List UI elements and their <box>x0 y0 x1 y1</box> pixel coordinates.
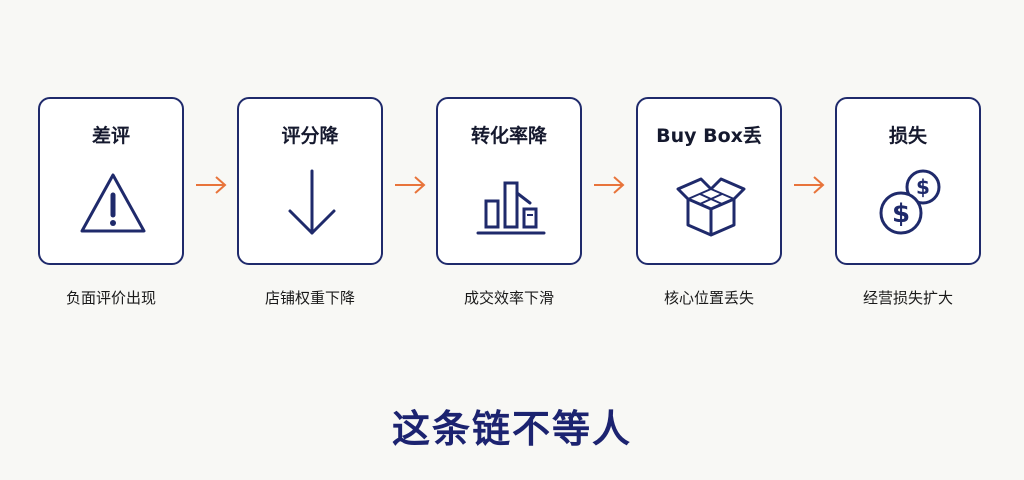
step-card-rating-drop: 评分降 <box>237 97 383 265</box>
svg-text:$: $ <box>892 199 910 229</box>
arrow-down-icon <box>288 169 336 235</box>
arrow-right-icon <box>794 176 825 194</box>
bar-chart-decline-icon <box>476 181 546 235</box>
open-box-icon <box>676 177 746 237</box>
step-title: Buy Box丢 <box>656 125 762 147</box>
step-caption: 店铺权重下降 <box>264 289 355 307</box>
warning-icon <box>80 173 146 233</box>
dollar-coins-icon: $ $ <box>879 169 941 235</box>
step-card-conversion-drop: 转化率降 <box>436 97 582 265</box>
step-caption: 经营损失扩大 <box>862 289 953 307</box>
arrow-right-icon <box>395 176 426 194</box>
step-card-loss: 损失 $ $ <box>835 97 981 265</box>
step-title: 转化率降 <box>470 125 547 147</box>
arrow-right-icon <box>196 176 227 194</box>
step-caption: 核心位置丢失 <box>663 289 754 307</box>
arrow-right-icon <box>594 176 625 194</box>
step-caption: 成交效率下滑 <box>463 289 554 307</box>
step-card-buybox-lost: Buy Box丢 <box>636 97 782 265</box>
step-card-bad-review: 差评 <box>38 97 184 265</box>
step-title: 损失 <box>888 125 927 147</box>
step-title: 评分降 <box>281 125 339 147</box>
main-title: 这条链不等人 <box>391 407 632 451</box>
step-title: 差评 <box>91 125 130 147</box>
step-caption: 负面评价出现 <box>65 289 156 307</box>
svg-text:$: $ <box>916 175 930 199</box>
